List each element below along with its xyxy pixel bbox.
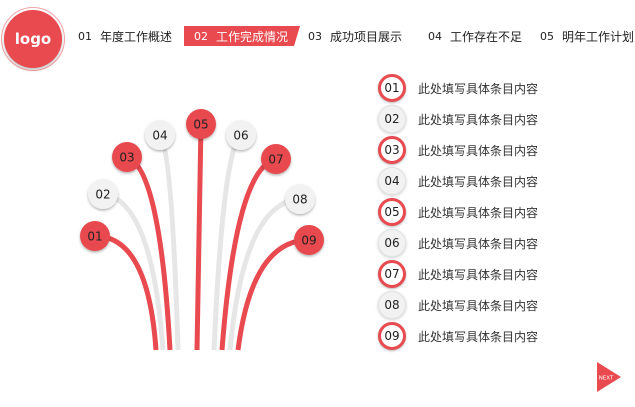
tab-number: 02	[194, 29, 208, 43]
tab-label: 工作完成情况	[216, 29, 289, 44]
fan-node-04: 04	[145, 120, 175, 150]
fan-stem-05	[194, 123, 204, 351]
fan-node-09: 09	[294, 225, 324, 255]
fan-node-08: 08	[285, 184, 315, 214]
play-arrow-icon	[597, 362, 621, 392]
tab-number: 04	[428, 29, 442, 43]
item-number-badge: 04	[378, 167, 406, 195]
logo: logo	[1, 7, 65, 71]
tab-shortcomings[interactable]: 04 工作存在不足	[428, 26, 522, 46]
fan-label-01: 01	[87, 230, 102, 244]
tab-label: 成功项目展示	[330, 29, 403, 44]
next-button[interactable]: NEXT	[597, 362, 621, 392]
fan-label-08: 08	[292, 193, 307, 207]
fan-node-01: 01	[80, 221, 110, 251]
tab-number: 03	[308, 29, 322, 43]
fan-node-06: 06	[226, 120, 256, 150]
tab-annual-overview[interactable]: 01 年度工作概述	[78, 26, 172, 46]
item-text: 此处填写具体条目内容	[418, 113, 539, 127]
list-item: 09 此处填写具体条目内容	[378, 322, 608, 350]
fan-label-06: 06	[233, 129, 248, 143]
item-number-badge: 02	[378, 105, 406, 133]
list-item: 03 此处填写具体条目内容	[378, 136, 608, 164]
item-text: 此处填写具体条目内容	[418, 144, 539, 158]
item-text: 此处填写具体条目内容	[418, 299, 539, 313]
item-text: 此处填写具体条目内容	[418, 175, 539, 189]
item-text: 此处填写具体条目内容	[418, 330, 539, 344]
tab-number: 05	[540, 29, 554, 43]
logo-text: logo	[14, 30, 52, 48]
item-number-badge: 09	[378, 322, 406, 350]
item-text: 此处填写具体条目内容	[418, 268, 539, 282]
tab-successful-projects[interactable]: 03 成功项目展示	[308, 26, 402, 46]
list-item: 06 此处填写具体条目内容	[378, 229, 608, 257]
fan-label-03: 03	[119, 151, 134, 165]
fan-node-02: 02	[88, 179, 118, 209]
fan-label-09: 09	[301, 234, 316, 248]
fan-label-05: 05	[193, 118, 208, 132]
tab-number: 01	[78, 29, 92, 43]
item-number-badge: 01	[378, 74, 406, 102]
tab-label: 年度工作概述	[100, 29, 173, 44]
item-number-badge: 05	[378, 198, 406, 226]
item-number-badge: 07	[378, 260, 406, 288]
list-item: 01 此处填写具体条目内容	[378, 74, 608, 102]
tab-label: 工作存在不足	[450, 29, 523, 44]
fan-node-03: 03	[112, 142, 142, 172]
tab-label: 明年工作计划	[562, 29, 635, 44]
fan-node-07: 07	[261, 144, 291, 174]
next-label: NEXT	[599, 376, 614, 382]
item-number-badge: 03	[378, 136, 406, 164]
list-item: 08 此处填写具体条目内容	[378, 291, 608, 319]
fan-label-04: 04	[152, 129, 167, 143]
list-item: 05 此处填写具体条目内容	[378, 198, 608, 226]
tab-next-year-plan[interactable]: 05 明年工作计划	[540, 26, 634, 46]
list-item: 02 此处填写具体条目内容	[378, 105, 608, 133]
fan-diagram: 01 02 03 04 05 06 07 08 09	[80, 109, 324, 351]
tab-work-completion[interactable]: 02 工作完成情况	[184, 26, 300, 46]
list-item: 07 此处填写具体条目内容	[378, 260, 608, 288]
fan-node-05: 05	[186, 109, 216, 139]
list-item: 04 此处填写具体条目内容	[378, 167, 608, 195]
item-text: 此处填写具体条目内容	[418, 206, 539, 220]
item-text: 此处填写具体条目内容	[418, 237, 539, 251]
item-number-badge: 08	[378, 291, 406, 319]
item-text: 此处填写具体条目内容	[418, 82, 539, 96]
fan-label-07: 07	[268, 153, 283, 167]
fan-label-02: 02	[95, 188, 110, 202]
item-number-badge: 06	[378, 229, 406, 257]
